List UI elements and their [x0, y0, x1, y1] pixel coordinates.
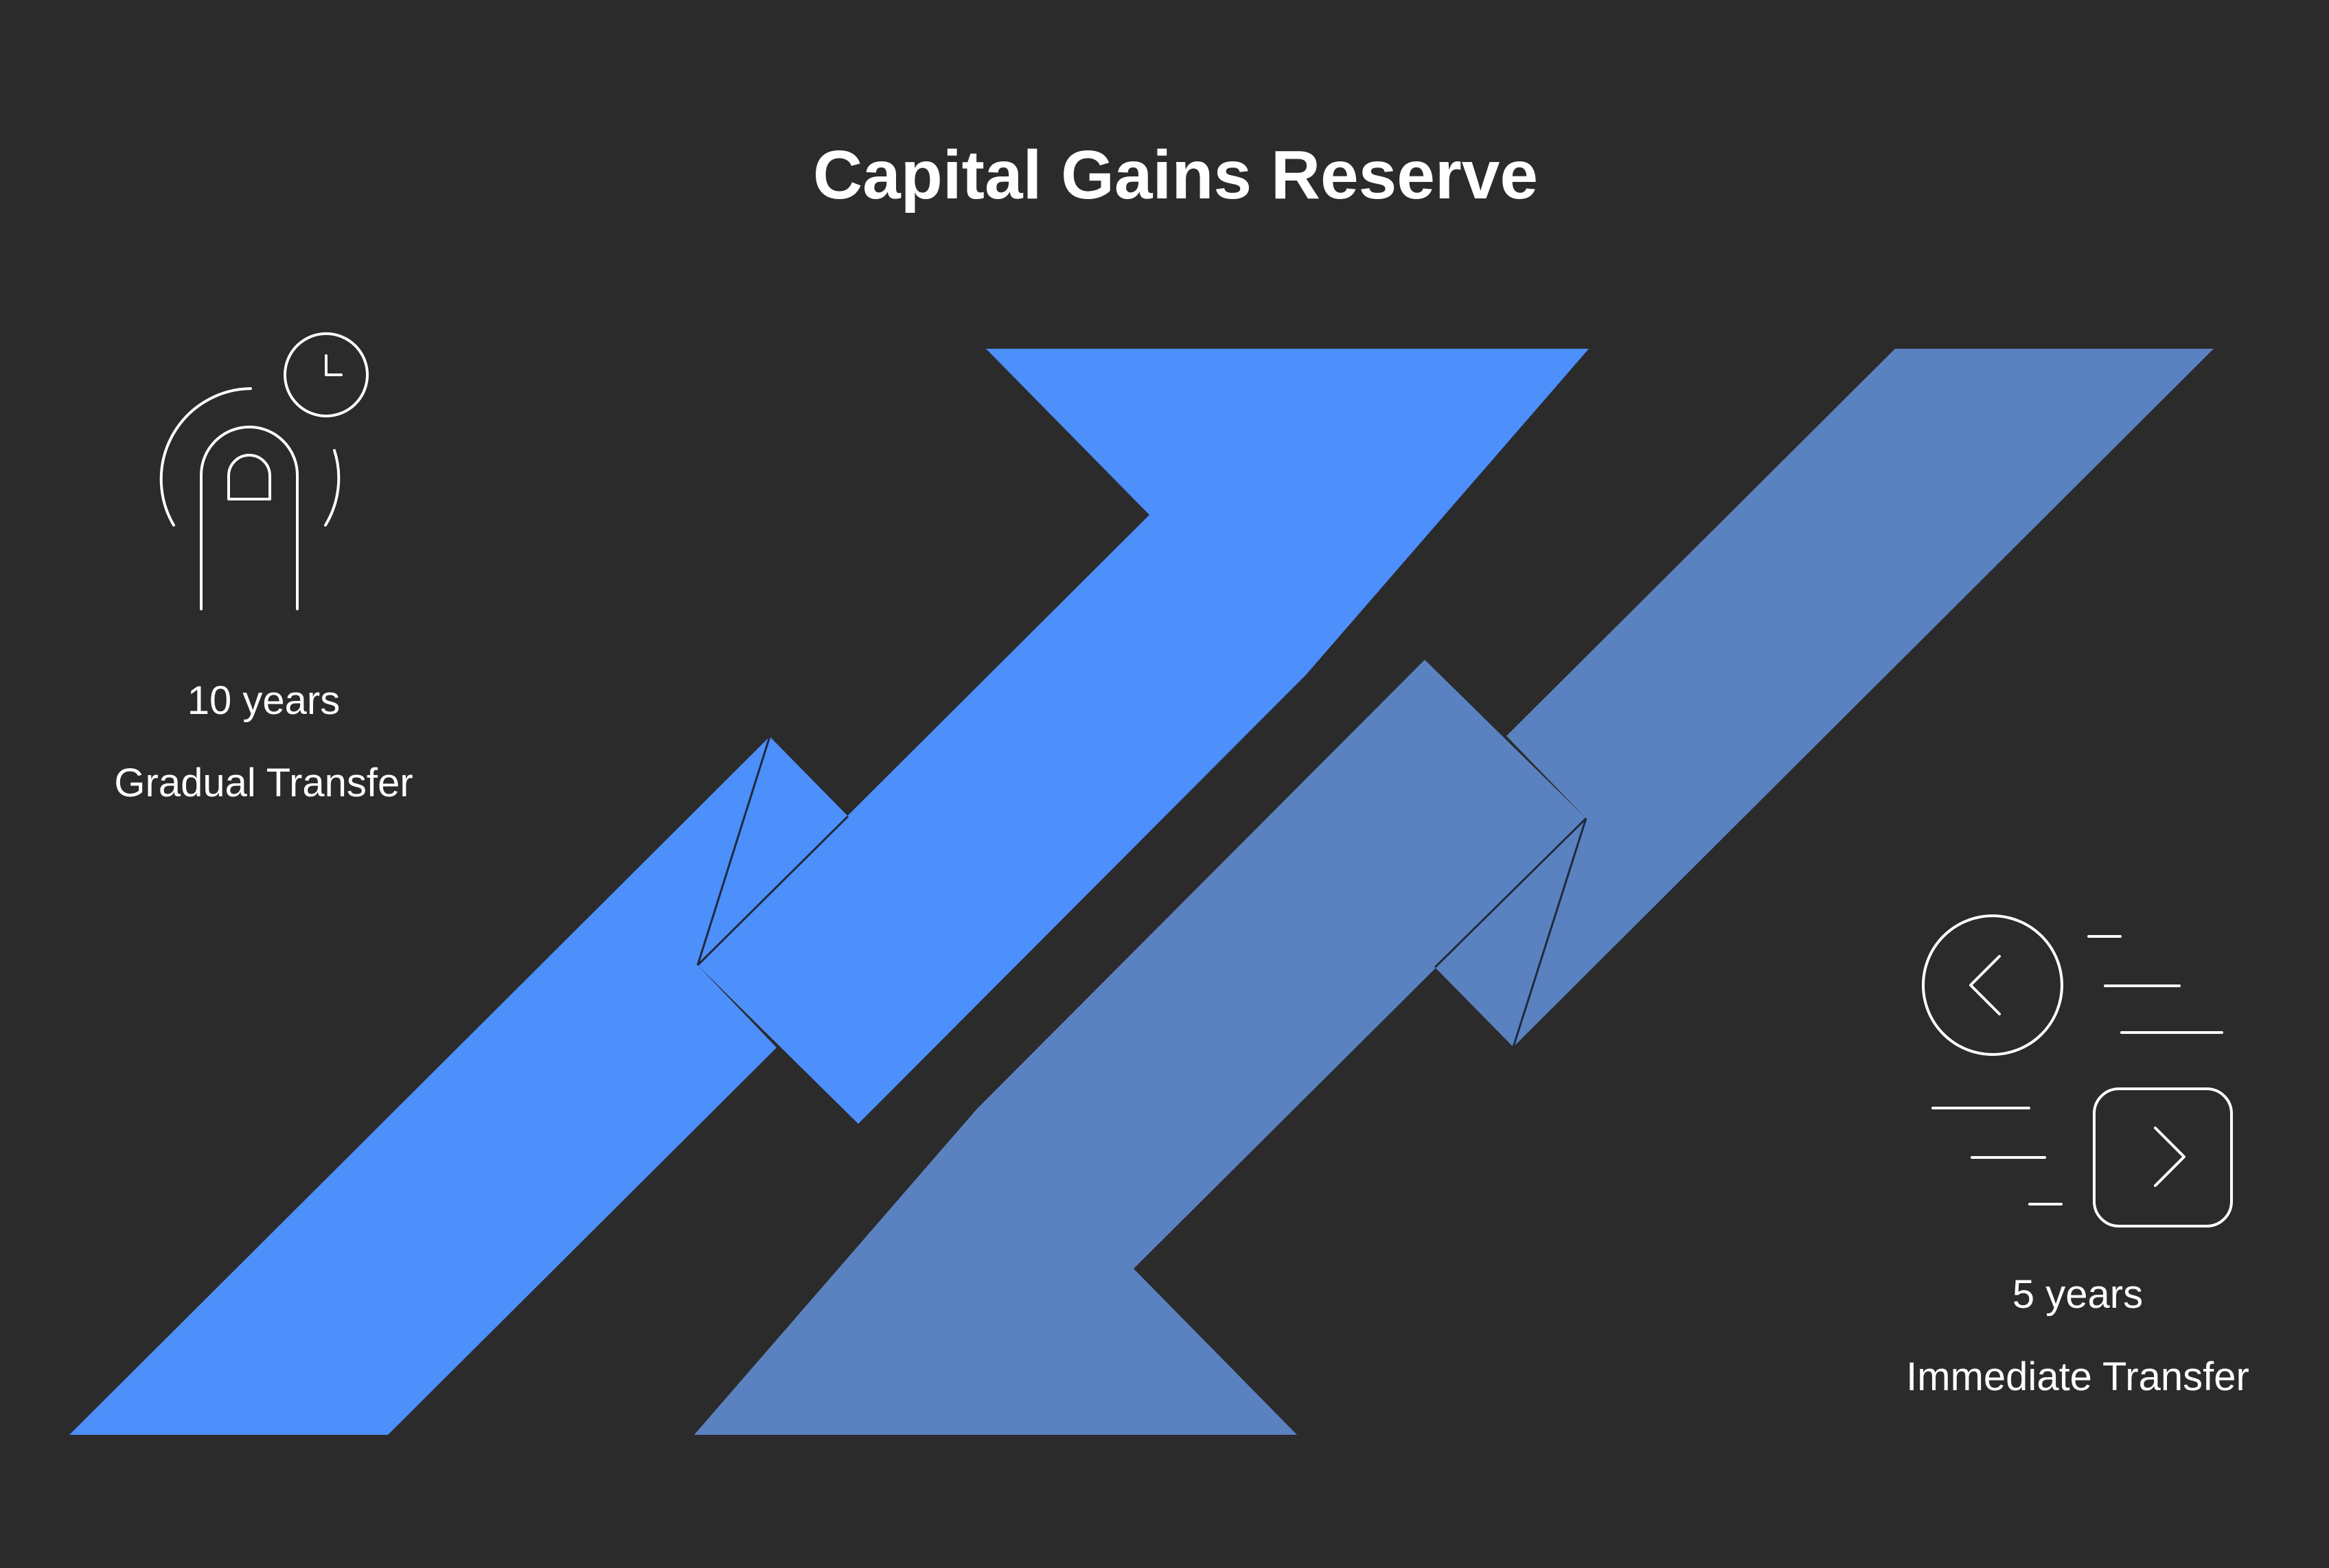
muted-arrow-fold-line	[1434, 817, 1587, 969]
bright-arrow-upper-segment	[698, 349, 1589, 1124]
muted-arrow-upper-segment	[1435, 349, 2214, 1047]
chevron-left-icon	[1969, 955, 2001, 1015]
gradual-transfer-duration: 10 years	[187, 678, 340, 723]
muted-arrow-fold-flap	[1435, 818, 1586, 1047]
muted-arrow-fold-line	[1512, 818, 1587, 1048]
finger-outline	[200, 426, 299, 610]
immediate-transfer-duration: 5 years	[2012, 1272, 2143, 1317]
touch-wave-right	[324, 449, 341, 527]
muted-arrow-lower-segment	[694, 660, 1586, 1435]
back-forward-arrows-icon	[1922, 914, 2233, 1227]
back-circle-button-icon	[1922, 914, 2063, 1056]
chevron-right-icon	[2154, 1127, 2185, 1187]
bright-arrow-lower-segment	[69, 737, 848, 1435]
immediate-transfer-arrow	[694, 349, 2214, 1435]
diagram-title: Capital Gains Reserve	[813, 137, 1538, 214]
fingernail	[227, 454, 271, 500]
bright-arrow-fold-line	[696, 815, 849, 967]
forward-square-button-icon	[2093, 1087, 2233, 1227]
touch-wave-left	[159, 387, 252, 527]
bright-arrow-fold-flap	[698, 737, 848, 965]
bright-arrow-fold-line	[696, 736, 771, 966]
clock-hands	[325, 354, 343, 376]
immediate-transfer-label: Immediate Transfer	[1906, 1354, 2249, 1399]
touch-with-clock-icon	[159, 332, 369, 610]
gradual-transfer-arrow	[69, 349, 1589, 1435]
clock-icon	[284, 332, 369, 417]
gradual-transfer-label: Gradual Transfer	[114, 761, 413, 805]
